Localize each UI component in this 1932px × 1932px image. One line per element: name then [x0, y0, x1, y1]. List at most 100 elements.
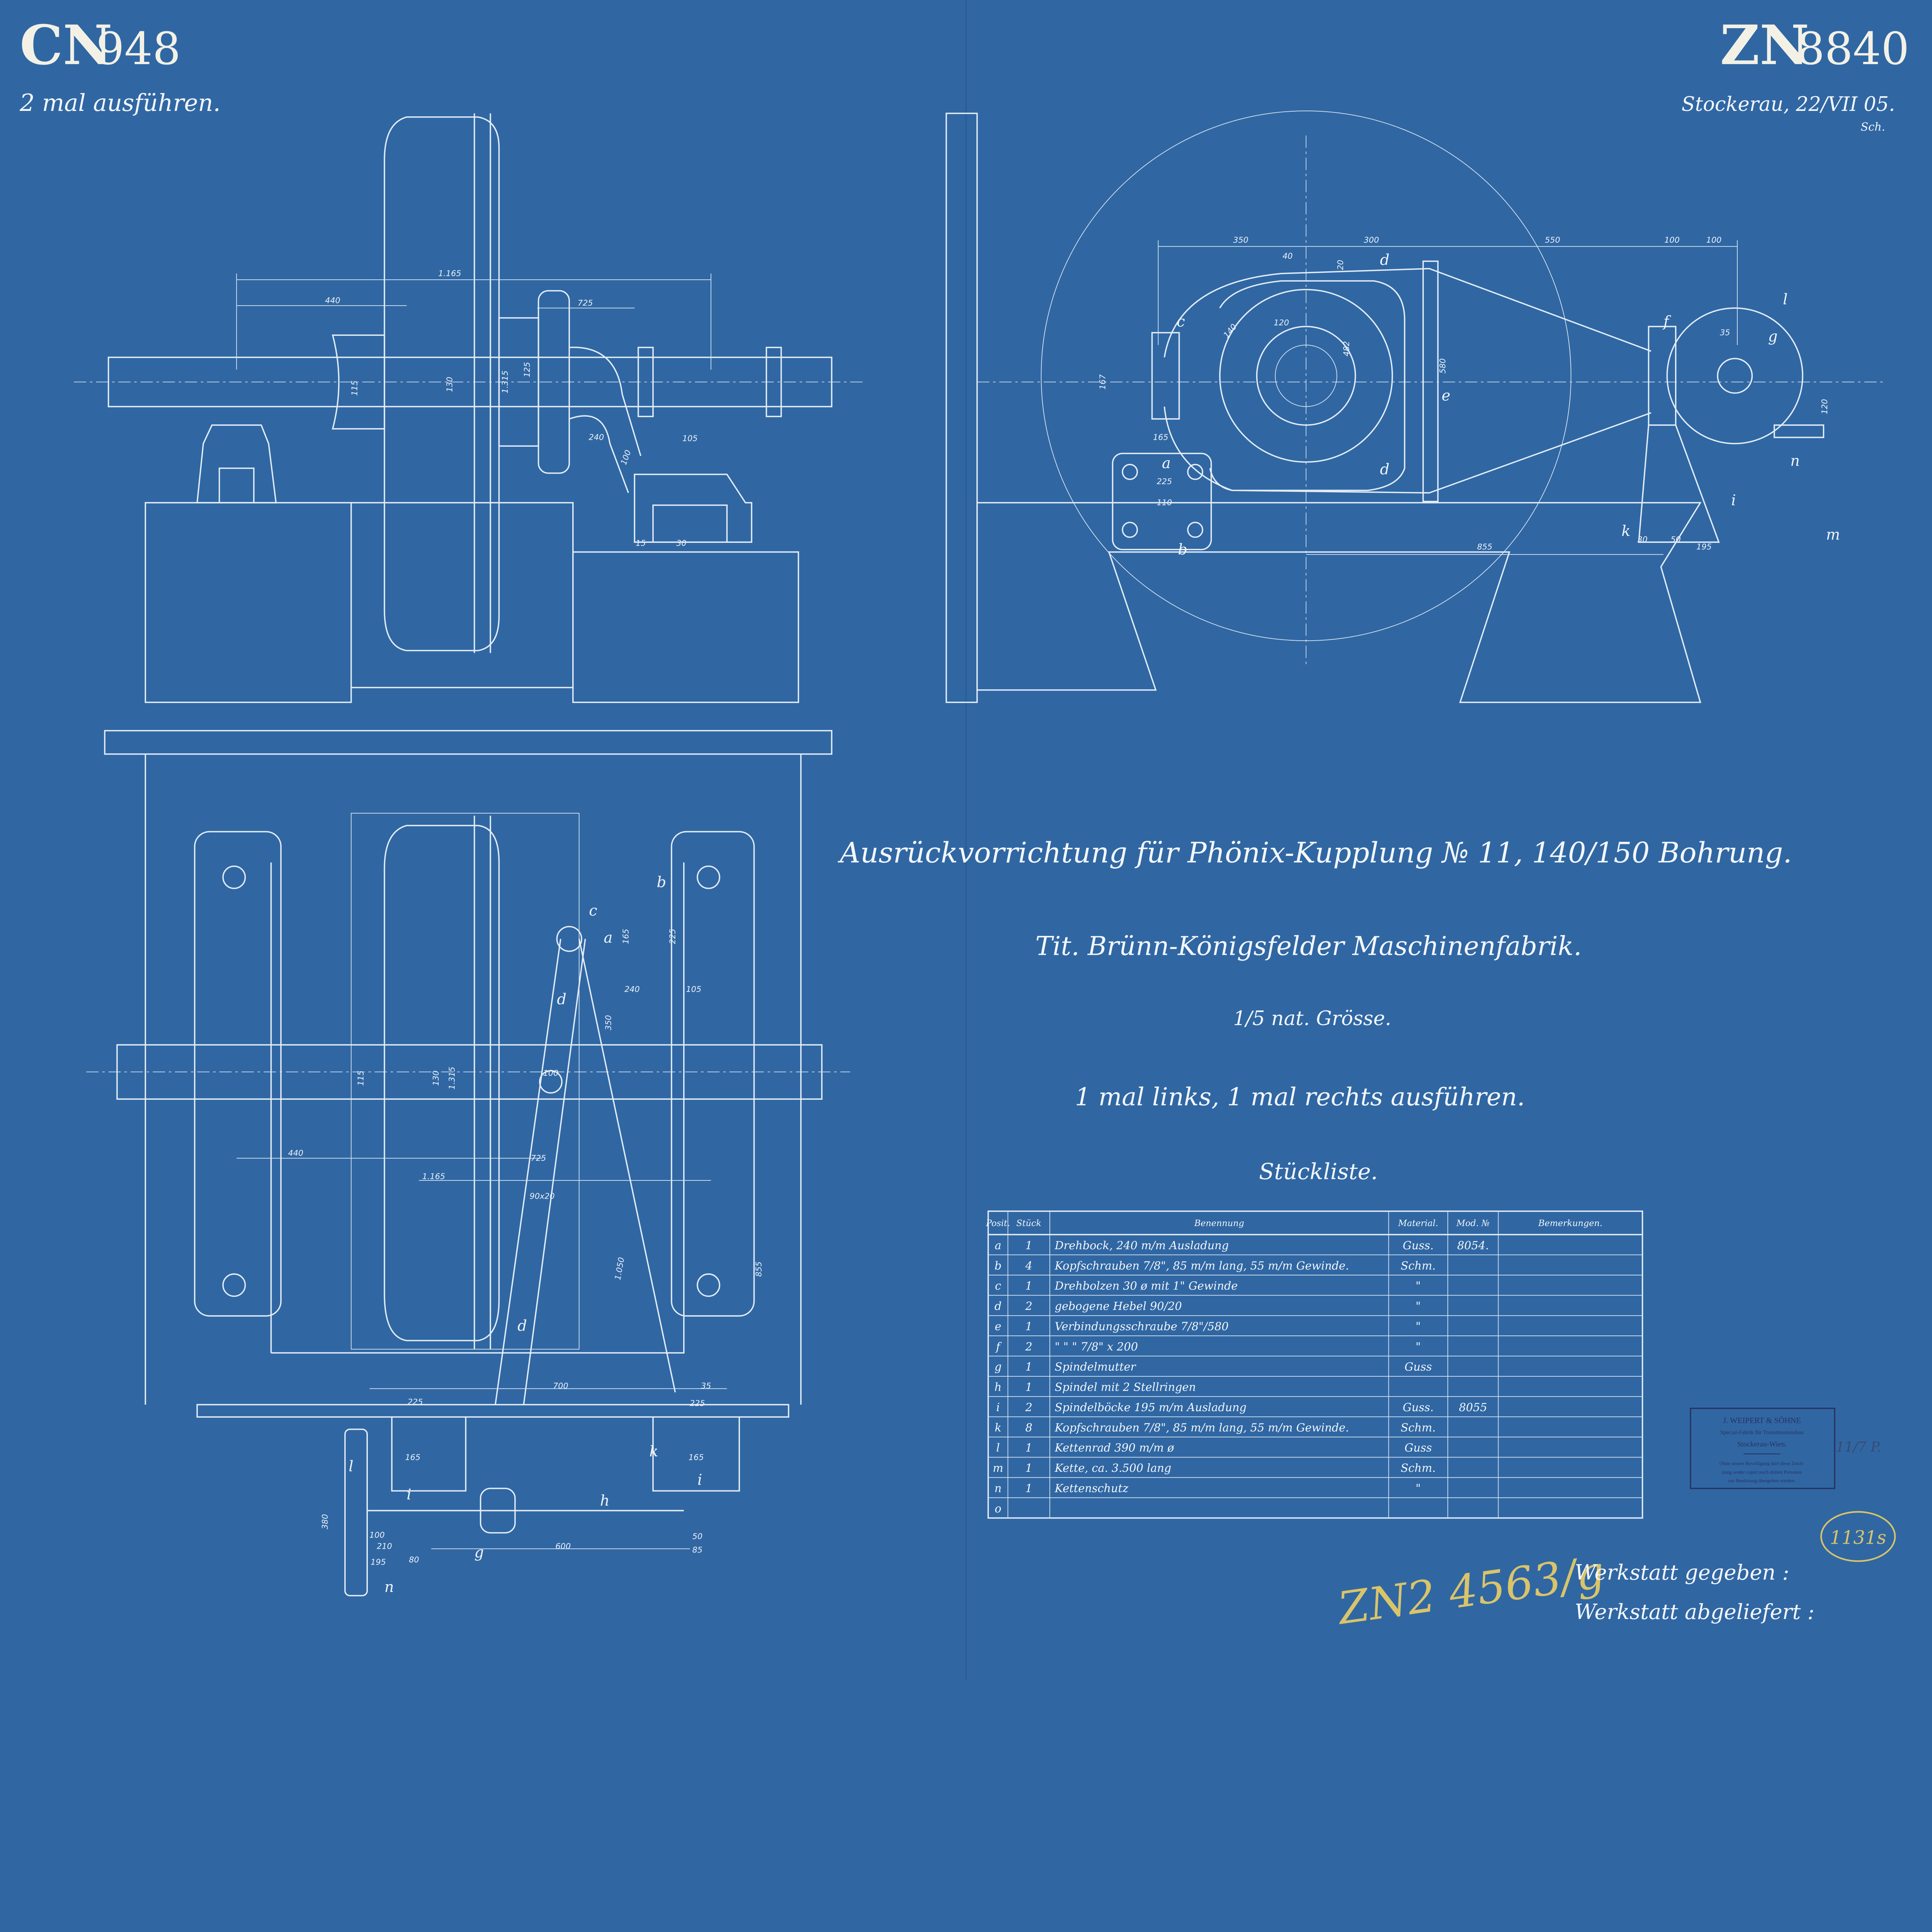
pulley-plan — [350, 813, 580, 1350]
spindle-nut-g — [480, 1488, 516, 1534]
dimension-label: 225 — [690, 1398, 705, 1408]
table-cell: 1 — [1025, 1441, 1032, 1454]
archive-circle — [1820, 1511, 1896, 1562]
dimension-label: 725 — [531, 1153, 546, 1163]
stamp-company: J. WEIPERT & SÖHNE — [1723, 1416, 1801, 1425]
stamp-line1: Special-Fabrik für Transmissionsbau — [1720, 1430, 1804, 1436]
dimension-label: 700 — [553, 1381, 568, 1391]
table-row: o — [995, 1502, 1001, 1515]
parts-list-heading: Stückliste. — [1259, 1159, 1378, 1185]
dimension-label: 30 — [1637, 535, 1647, 544]
dimension-label: 50 — [1671, 535, 1681, 544]
dimension-label: 85 — [692, 1545, 702, 1554]
wall-section — [946, 112, 978, 703]
dimension-label: 195 — [371, 1558, 386, 1567]
bolt-hole — [1187, 522, 1203, 538]
column-header: Material. — [1398, 1218, 1438, 1228]
table-cell: Kette, ca. 3.500 lang — [1054, 1461, 1172, 1475]
dimension-label: 1.165 — [422, 1172, 445, 1181]
column-header: Bemerkungen. — [1538, 1218, 1602, 1228]
part-label: b — [1178, 541, 1187, 558]
table-cell: 1 — [1025, 1360, 1032, 1373]
table-cell: Verbindungsschraube 7/8"/580 — [1055, 1320, 1229, 1333]
table-border — [987, 1210, 1643, 1519]
table-cell: 1 — [1025, 1279, 1032, 1293]
dimension-lines — [236, 1158, 727, 1549]
dimension-label: 855 — [1477, 542, 1493, 551]
set-collar — [765, 347, 782, 417]
archive-number: 1131s — [1830, 1527, 1886, 1549]
company-stamp: J. WEIPERT & SÖHNE Special-Fabrik für Tr… — [1690, 1408, 1881, 1489]
part-label: i — [1731, 492, 1736, 509]
dimension-label: 105 — [686, 985, 702, 994]
column-header: Mod. № — [1456, 1218, 1490, 1228]
part-label: a — [1162, 455, 1171, 472]
draftsman-initials: Sch. — [1861, 120, 1885, 133]
part-label: k — [1621, 522, 1630, 540]
dimension-label: 300 — [1364, 235, 1379, 245]
table-cell: d — [995, 1299, 1002, 1313]
dimension-label: 225 — [408, 1397, 423, 1406]
dimension-label: 167 — [1098, 374, 1107, 390]
table-cell: Guss. — [1403, 1401, 1434, 1414]
stamp-notice-3: zur Benützung übergeben werden. — [1728, 1478, 1796, 1483]
coupling-pulley — [384, 815, 500, 1349]
dimension-label: 1.315 — [500, 371, 510, 393]
table-cell: Schm. — [1401, 1461, 1436, 1475]
dimension-label: 100 — [1664, 235, 1680, 245]
dimension-label: 120 — [1274, 318, 1289, 327]
drawing-scale: 1/5 nat. Grösse. — [1233, 1007, 1391, 1030]
workshop-delivered: Werkstatt abgeliefert : — [1575, 1600, 1815, 1624]
table-cell: gebogene Hebel 90/20 — [1055, 1299, 1182, 1313]
archive-number-stamp: 1131s — [1820, 1511, 1896, 1562]
chain-wheel-l — [1666, 307, 1803, 444]
table-cell: 8 — [1025, 1421, 1032, 1434]
dimension-label: 125 — [522, 362, 532, 378]
dimension-label: 110 — [1157, 498, 1172, 507]
dimension-label: 90x20 — [530, 1192, 555, 1201]
dimension-label: 580 — [1438, 358, 1447, 374]
table-cell: 1 — [1025, 1381, 1032, 1394]
series-code: CN — [20, 14, 112, 77]
dimension-label: 550 — [1545, 235, 1560, 245]
part-label: i — [406, 1486, 411, 1503]
spindle-brackets-i — [391, 1417, 740, 1492]
dimension-label: 225 — [1157, 477, 1172, 486]
dimension-label: 115 — [356, 1070, 366, 1086]
set-collar — [638, 347, 654, 417]
table-cell: 2 — [1025, 1299, 1032, 1313]
dimension-label: 165 — [1153, 432, 1168, 442]
execution-note: 2 mal ausführen. — [19, 90, 221, 117]
workshop-given: Werkstatt gegeben : — [1575, 1560, 1789, 1585]
part-label: d — [557, 991, 566, 1008]
table-cell: " — [1416, 1279, 1421, 1293]
table-cell: c — [995, 1279, 1001, 1293]
part-label: g — [1768, 328, 1778, 345]
table-cell: m — [993, 1461, 1003, 1475]
table-cell: l — [996, 1441, 1000, 1454]
bolt-hole — [1187, 464, 1203, 480]
dimension-label: 165 — [689, 1453, 704, 1462]
dimension-label: 440 — [325, 296, 340, 305]
sliding-sleeve — [537, 290, 570, 474]
dimension-label: 105 — [682, 434, 698, 443]
dimension-label: 195 — [1696, 542, 1712, 551]
series-code: ZN — [1720, 14, 1810, 77]
bolt-hole — [697, 1273, 720, 1297]
table-cell: 8054. — [1457, 1239, 1489, 1252]
table-cell: " — [1416, 1482, 1421, 1495]
part-label: l — [349, 1458, 353, 1475]
table-cell: 1 — [1025, 1320, 1032, 1333]
dimension-label: 350 — [604, 1015, 613, 1031]
column-header: Benennung — [1194, 1218, 1244, 1228]
part-label: c — [1177, 313, 1185, 330]
title-block: Ausrückvorrichtung für Phönix-Kupplung №… — [838, 837, 1792, 1185]
execution-instruction: 1 mal links, 1 mal rechts ausführen. — [1075, 1083, 1525, 1111]
